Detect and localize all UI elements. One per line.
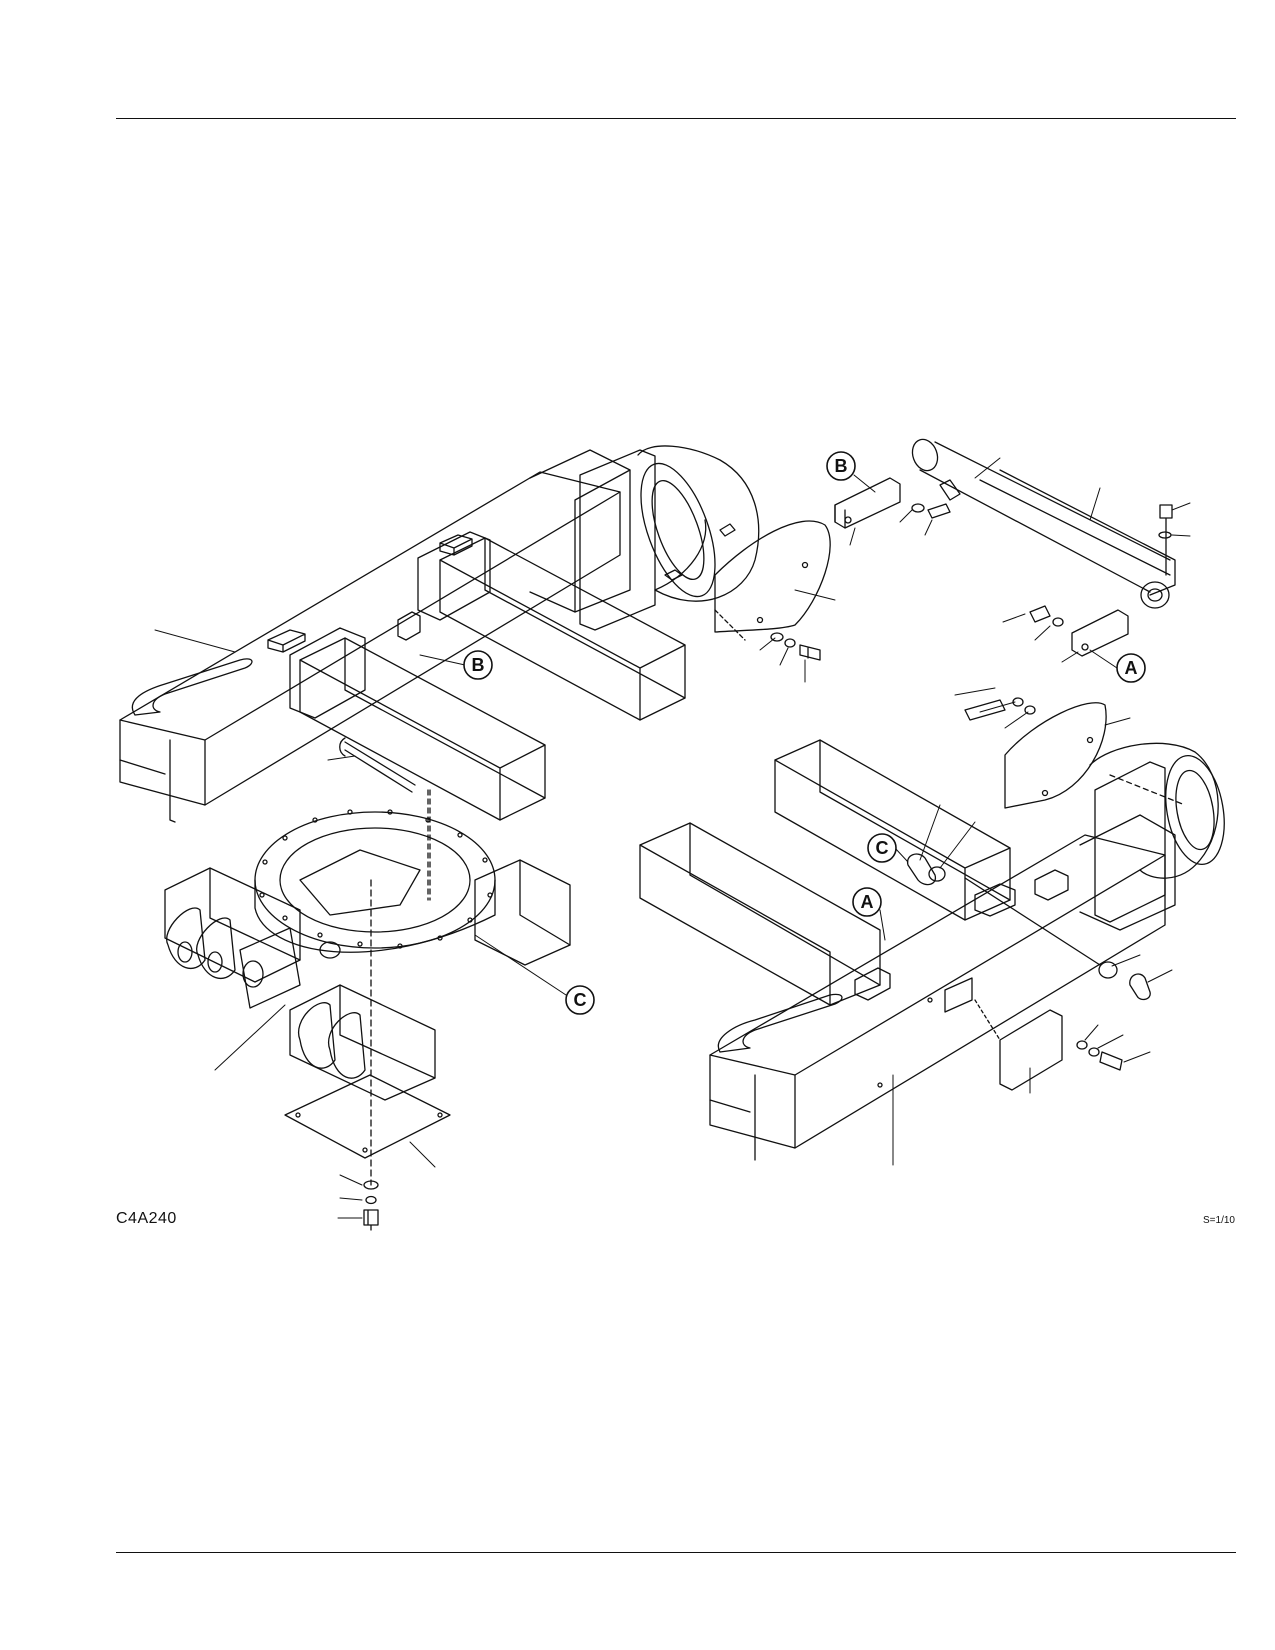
- figure-scale: S=1/10: [1203, 1215, 1235, 1226]
- svg-text:A: A: [861, 892, 874, 912]
- right-frame-assembly: [639, 697, 1225, 1161]
- svg-text:A: A: [1125, 658, 1138, 678]
- callout-a-upper: A: [1089, 649, 1146, 683]
- callout-c-left: C: [474, 934, 595, 1015]
- top-rule: [116, 118, 1236, 119]
- callout-c-right: C: [867, 833, 909, 863]
- left-frame-assembly: [119, 445, 760, 823]
- callout-a-lower: A: [852, 887, 886, 941]
- callout-b-left: B: [419, 650, 493, 680]
- callout-b-right: B: [826, 451, 876, 493]
- svg-text:C: C: [574, 990, 587, 1010]
- hydraulic-cylinder: [834, 438, 1176, 657]
- callouts: B C B A C A: [419, 451, 1146, 1015]
- svg-text:B: B: [472, 655, 485, 675]
- svg-text:C: C: [876, 838, 889, 858]
- figure-code: C4A240: [116, 1210, 177, 1227]
- left-cover-plate: [714, 520, 831, 661]
- svg-text:B: B: [835, 456, 848, 476]
- bottom-rule: [116, 1552, 1236, 1553]
- slewing-ring-assembly: [164, 737, 571, 1231]
- leader-lines: [154, 457, 1191, 1219]
